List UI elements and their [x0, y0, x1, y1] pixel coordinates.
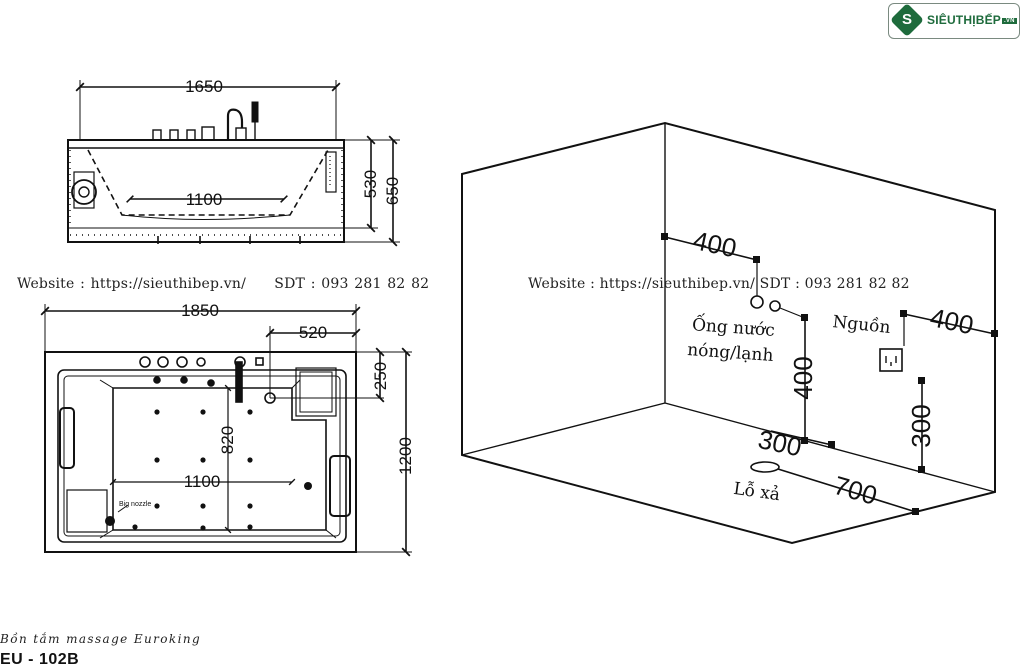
top-view: [40, 304, 412, 557]
top-tub-outline: [44, 351, 357, 553]
front-width-label: 1650: [185, 77, 223, 96]
front-total-height-label: 650: [383, 177, 402, 205]
watermark-right: Website : https://sieuthibep.vn/ SDT : 0…: [528, 276, 910, 292]
front-height-label: 530: [361, 170, 380, 198]
power-socket-icon: [879, 348, 903, 372]
room-view: [461, 121, 996, 545]
knob-4-icon: [201, 126, 215, 141]
brand-tld: .VN: [1002, 17, 1017, 24]
floor-long-label: 700: [830, 470, 880, 511]
brand-logo: S SIÊUTHỊBẾP.VN: [888, 3, 1020, 39]
top-small-label: 250: [371, 362, 390, 390]
pipes-horizontal-label: 400: [691, 225, 740, 263]
drain-label: Lỗ xả: [732, 479, 781, 505]
top-width-label: 1850: [181, 301, 219, 320]
pipes-horizontal-dimension-line: [664, 236, 758, 261]
pipes-label-line1: Ống nước: [691, 312, 775, 341]
product-name: Bồn tắm massage Euroking: [0, 632, 202, 646]
front-inner-label: 1100: [186, 190, 223, 209]
top-fittings: [139, 356, 264, 403]
floor-long-dimension-line: [777, 468, 917, 513]
drain-hole-icon: [750, 461, 780, 473]
product-code: EU - 102B: [0, 651, 80, 668]
faucet-spout-icon: [226, 108, 244, 140]
massage-jets: [105, 409, 312, 531]
fitting-1-icon: [139, 356, 151, 368]
room-dim-squares: [661, 233, 998, 515]
seat-block: [66, 489, 108, 533]
headrest-right-icon: [329, 455, 351, 517]
headrest-left-icon: [59, 407, 75, 469]
top-inner-width-label: 1100: [184, 472, 221, 491]
top-inner-height-label: 820: [218, 426, 237, 454]
hand-shower-icon: [251, 101, 259, 123]
top-offset-label: 520: [299, 323, 327, 342]
fitting-2-icon: [157, 356, 169, 368]
fitting-6-icon: [255, 357, 264, 366]
top-drain-icon: [264, 392, 276, 404]
control-box-icon: [325, 151, 337, 193]
knob-2-icon: [169, 129, 179, 141]
knob-1-icon: [152, 129, 162, 141]
floor-small-label: 300: [756, 424, 805, 462]
top-basin-outline: [112, 387, 327, 531]
fitting-4-icon: [196, 357, 206, 367]
big-nozzle-label: Big nozzle: [119, 501, 151, 508]
top-height-label: 1200: [396, 437, 415, 475]
knob-3-icon: [186, 129, 196, 141]
cold-pipe-icon: [769, 300, 781, 312]
front-view: [67, 80, 400, 247]
power-label: Nguồn: [832, 312, 892, 338]
hot-pipe-icon: [750, 295, 764, 309]
power-horizontal-label: 400: [928, 302, 977, 340]
fitting-3-icon: [176, 356, 188, 368]
pipes-label-line2: nóng/lạnh: [687, 340, 774, 366]
watermark-left: Website : https://sieuthibep.vn/ SDT : 0…: [17, 276, 430, 292]
pump-motor-icon: [71, 179, 97, 205]
brand-name: SIÊUTHỊBẾP.VN: [927, 13, 1017, 27]
power-horizontal-dimension-line: [903, 313, 996, 335]
pipes-vertical-label: 400: [788, 356, 818, 399]
power-vertical-label: 300: [906, 404, 936, 447]
